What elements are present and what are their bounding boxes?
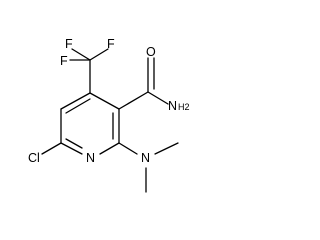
atom-f-top-left: F [65,37,73,51]
bond-c6-cl [41,142,62,155]
bond-c-n-amide [147,91,169,105]
bond-n1-c6-inner [65,138,83,149]
atom-h2-amide: H2 [178,102,190,112]
structure-diagram: F F F O N H2 N N Cl [28,37,190,193]
atom-n-ring: N [86,151,95,165]
atom-o: O [146,45,156,59]
atom-f-left: F [60,54,68,68]
bond-cf3-f2 [89,48,109,61]
bond-c2-namine [118,142,138,155]
atom-cl: Cl [28,151,40,165]
atom-n-amide: N [168,99,177,113]
bond-c4-c3 [89,92,120,110]
molecule-svg: F F F O N H2 N N Cl [28,37,190,193]
bond-cf3-f1 [71,48,91,61]
bond-c2-n1 [99,142,120,155]
bond-c5-c4 [60,92,91,110]
bond-n1-c6 [60,142,83,155]
bond-c3-camide [118,91,149,110]
bond-c5-c4-inner [65,98,91,114]
atom-n-amine: N [141,151,150,165]
bond-namine-me1 [154,142,179,155]
atom-f-top-right: F [107,37,115,51]
